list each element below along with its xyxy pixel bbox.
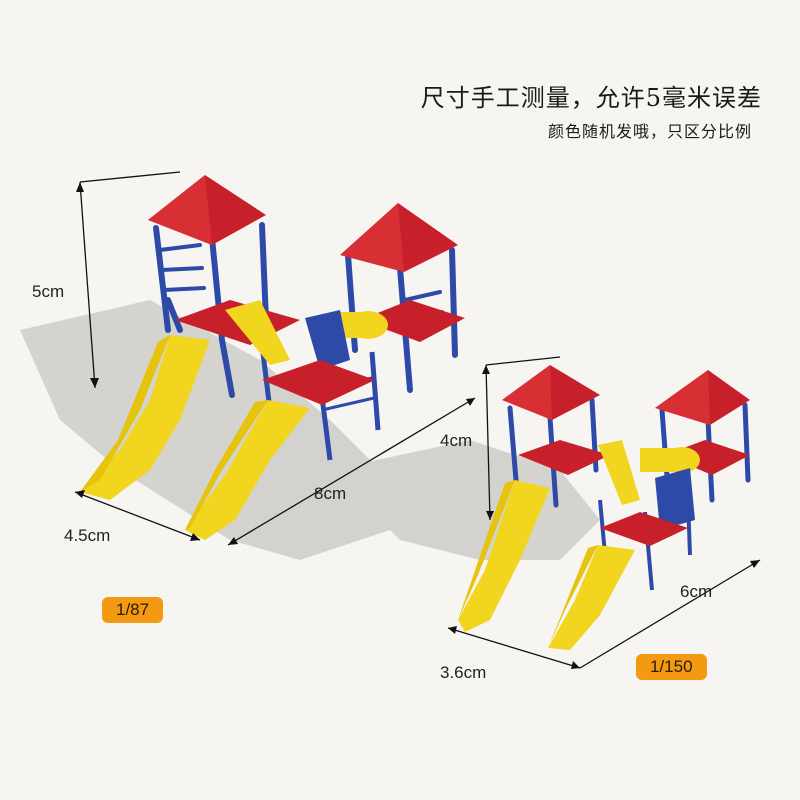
small-scale-badge: 1/150 bbox=[636, 654, 707, 680]
large-scale-badge: 1/87 bbox=[102, 597, 164, 623]
small-depth-label: 3.6cm bbox=[440, 663, 487, 682]
dimension-arrowheads bbox=[75, 182, 760, 669]
large-playground bbox=[80, 175, 465, 540]
large-depth-label: 4.5cm bbox=[64, 526, 111, 545]
dimension-lines bbox=[74, 171, 761, 669]
caption-line-1: 尺寸手工测量，允许5毫米误差 bbox=[420, 84, 762, 112]
small-playground bbox=[458, 365, 751, 650]
large-length-label: 8cm bbox=[314, 484, 347, 503]
small-height-label: 4cm bbox=[440, 431, 473, 450]
small-length-label: 6cm bbox=[680, 582, 713, 601]
large-height-label: 5cm bbox=[32, 282, 65, 301]
caption-line-2: 颜色随机发哦，只区分比例 bbox=[547, 122, 752, 141]
